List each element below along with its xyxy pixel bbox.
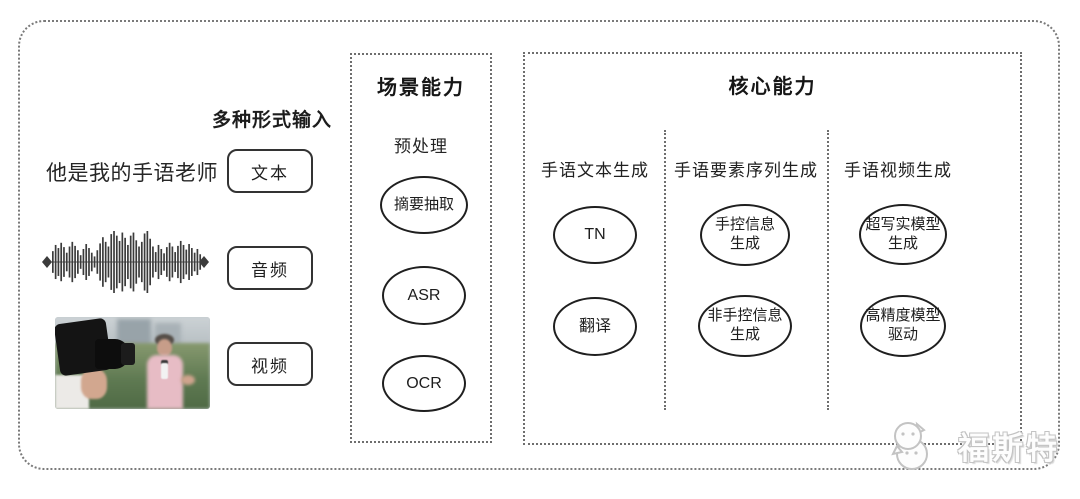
video-thumb-microphone xyxy=(161,363,168,379)
oval-summary-extraction: 摘要抽取 xyxy=(380,176,468,234)
video-thumb-camera-lens xyxy=(121,343,135,365)
audio-waveform-icon xyxy=(42,231,209,293)
oval-label-line2: 生成 xyxy=(887,234,918,252)
oval-label-line2: 生成 xyxy=(729,235,760,252)
input-tag-text-label: 文本 xyxy=(251,163,289,183)
outer-dotted-border xyxy=(18,20,1060,470)
oval-ocr: OCR xyxy=(382,355,466,412)
column-header-video-generation: 手语视频生成 xyxy=(844,161,952,180)
column-header-element-sequence-generation: 手语要素序列生成 xyxy=(674,161,818,180)
column-divider xyxy=(664,130,666,410)
core-capability-panel: 核心能力 手语文本生成 手语要素序列生成 手语视频生成 TN 翻译 手控信息 生… xyxy=(523,52,1022,445)
oval-manual-info-generation: 手控信息 生成 xyxy=(700,204,790,266)
oval-label: TN xyxy=(584,226,606,243)
oval-label-line2: 生成 xyxy=(729,326,760,343)
oval-asr: ASR xyxy=(382,266,466,325)
oval-label: ASR xyxy=(407,286,441,304)
scene-panel-title: 场景能力 xyxy=(377,77,465,99)
sample-text: 他是我的手语老师 xyxy=(46,162,218,185)
input-tag-audio-label: 音频 xyxy=(251,260,289,280)
preprocess-label: 预处理 xyxy=(394,137,448,156)
oval-tn: TN xyxy=(553,206,637,264)
video-thumb-reporter-hand xyxy=(181,375,195,385)
input-tag-text: 文本 xyxy=(227,149,313,193)
core-panel-title: 核心能力 xyxy=(728,76,817,98)
watermark: 福斯特 xyxy=(882,419,1060,471)
watermark-logo-icon xyxy=(891,421,928,470)
oval-label: OCR xyxy=(406,374,442,392)
oval-label: 摘要抽取 xyxy=(393,195,454,213)
oval-label-line1: 高精度模型 xyxy=(865,307,941,325)
oval-translation: 翻译 xyxy=(553,297,637,356)
oval-label-line1: 非手控信息 xyxy=(707,307,783,325)
watermark-text: 福斯特 xyxy=(958,430,1060,466)
oval-label-line2: 驱动 xyxy=(887,326,918,343)
input-tag-video: 视频 xyxy=(227,342,313,386)
video-thumb-cameraman-arm xyxy=(81,369,107,399)
oval-label-line1: 手控信息 xyxy=(714,216,775,234)
input-tag-video-label: 视频 xyxy=(251,356,289,376)
oval-hyperrealistic-model-generation: 超写实模型 生成 xyxy=(859,204,947,265)
video-thumbnail xyxy=(55,317,210,409)
column-divider xyxy=(827,130,829,410)
video-thumb-reporter-head xyxy=(157,339,172,356)
scene-capability-panel: 场景能力 预处理 摘要抽取 ASR OCR xyxy=(350,53,492,443)
oval-non-manual-info-generation: 非手控信息 生成 xyxy=(698,295,792,357)
oval-high-precision-model-driving: 高精度模型 驱动 xyxy=(860,295,946,357)
input-section-label: 多种形式输入 xyxy=(211,110,332,131)
oval-label: 翻译 xyxy=(578,317,611,335)
input-tag-audio: 音频 xyxy=(227,246,313,290)
oval-label-line1: 超写实模型 xyxy=(865,215,941,233)
column-header-text-generation: 手语文本生成 xyxy=(541,161,649,180)
